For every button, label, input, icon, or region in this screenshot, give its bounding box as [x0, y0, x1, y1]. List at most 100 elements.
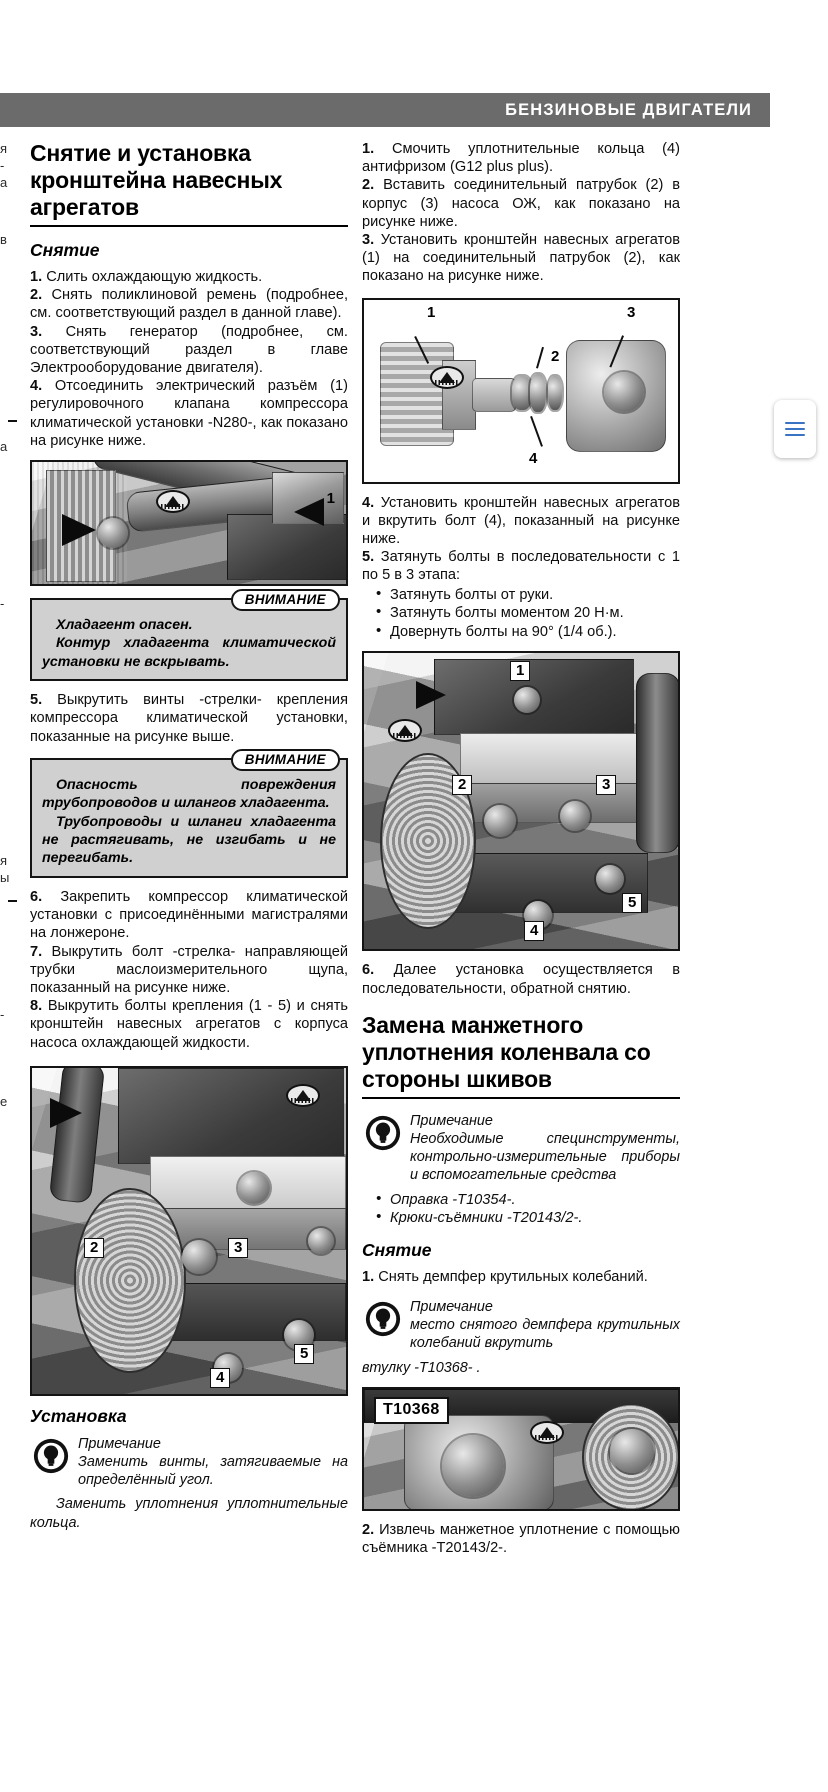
- right-column: 1. Смочить уплотнительные кольца (4) ант…: [362, 140, 680, 1557]
- figure-shape: [74, 1187, 186, 1373]
- step-number: 2.: [30, 287, 43, 304]
- figure-shape: [442, 1434, 504, 1497]
- list-item: 5. Затянуть болты в последовательности с…: [362, 548, 680, 584]
- figure-bolt: [560, 801, 590, 832]
- spine-fragment: я: [0, 141, 8, 156]
- step-number: 3.: [30, 323, 43, 340]
- list-item: 7. Выкрутить болт -стрелка- направляющей…: [30, 943, 348, 998]
- figure-leader: [530, 415, 543, 447]
- figure-callout: 1: [510, 661, 531, 682]
- figure-bolt: [308, 1227, 334, 1254]
- step-text: Установить кронштейн навесных агрегатов …: [362, 494, 680, 548]
- figure-callout: 3: [596, 775, 617, 796]
- heading-installation: Установка: [30, 1405, 127, 1426]
- list-item: Крюки-съёмники -T20143/2-.: [362, 1208, 680, 1228]
- figure-shape: [548, 375, 562, 410]
- figure-callout: 2: [84, 1237, 105, 1258]
- step-number: 3.: [362, 232, 375, 249]
- step-text: Затянуть болты в последовательности с 1 …: [362, 549, 680, 584]
- step-text: Выкрутить болты крепления (1 - 5) и снят…: [30, 998, 348, 1051]
- warning-tag: ВНИМАНИЕ: [230, 748, 340, 771]
- spine-fragment: -: [0, 1007, 5, 1022]
- step-number: 1.: [362, 141, 375, 157]
- step-number: 2.: [362, 177, 375, 194]
- warning-box-refrigerant: ВНИМАНИЕ Хладагент опасен. Контур хладаг…: [30, 589, 348, 682]
- list-item: 3. Снять генератор (подробнее, см. соотв…: [30, 323, 348, 378]
- step-number: 8.: [30, 998, 43, 1015]
- spine-fragment: е: [0, 1094, 8, 1109]
- step-number: 4.: [362, 494, 375, 511]
- warning-line: Хладагент опасен.: [56, 617, 193, 634]
- note-block-install: Примечание Заменить винты, затягиваемые …: [30, 1435, 348, 1490]
- spine-fragment: а: [0, 439, 8, 454]
- step-text: Снять демпфер крутильных колебаний.: [378, 1268, 648, 1285]
- step-number: 2.: [362, 1521, 375, 1538]
- pointer-arrow-icon: [416, 681, 446, 710]
- pointer-arrow-icon: [50, 1097, 82, 1128]
- list-item: Затянуть болты моментом 20 Н·м.: [362, 603, 680, 623]
- step-text: Выкрутить винты -стрелки- крепления комп…: [30, 692, 348, 745]
- spine-fragment: а: [0, 175, 8, 190]
- spine-fragment: -: [0, 158, 5, 173]
- figure-leader: [536, 346, 544, 369]
- step-number: 5.: [30, 692, 43, 709]
- figure-shape: [610, 1428, 654, 1473]
- figure-pump-housing: 1 3 2 4: [362, 297, 680, 484]
- figure-callout: 4: [524, 921, 545, 942]
- list-item: 1. Смочить уплотнительные кольца (4) ант…: [362, 140, 680, 176]
- step-number: 7.: [30, 943, 43, 960]
- step-text: Далее установка осуществляется в последо…: [362, 962, 680, 997]
- list-item: 2. Вставить соединительный патрубок (2) …: [362, 176, 680, 231]
- figure-shape: [472, 377, 516, 412]
- note-label: Примечание: [78, 1435, 161, 1452]
- hamburger-icon-line: [785, 434, 805, 436]
- figure-bracket-bolts: 2 3 5 4: [30, 1065, 348, 1396]
- figure-shape: [512, 375, 532, 410]
- warning-line: Контур хладагента климатической установк…: [42, 635, 336, 670]
- figure-callout: 1: [326, 490, 335, 508]
- spine-fragment: в: [0, 232, 7, 247]
- list-item: 1. Снять демпфер крутильных колебаний.: [362, 1268, 680, 1286]
- list-item: 3. Установить кронштейн навесных агрегат…: [362, 231, 680, 286]
- step-text: Снять генератор (подробнее, см. соответс…: [30, 323, 348, 377]
- step-text: Слить охлаждающую жидкость.: [46, 269, 263, 285]
- pointer-arrow-icon: [62, 514, 96, 547]
- spine-fragment: -: [0, 596, 5, 611]
- hamburger-icon-line: [785, 422, 805, 424]
- note-text: место снятого демпфера крутильных колеба…: [410, 1317, 680, 1352]
- note-label: Примечание: [410, 1112, 493, 1129]
- list-item: 6. Закрепить компрессор климатической ус…: [30, 888, 348, 943]
- step-text: Снять поликлиновой ремень (подробнее, см…: [30, 287, 348, 322]
- warning-box-hoses: ВНИМАНИЕ Опасность повреждения трубопров…: [30, 748, 348, 878]
- warning-line: Трубопроводы и шланги хладагента не раст…: [42, 813, 336, 867]
- note-block-tools: Примечание Необходимые специнструменты, …: [362, 1112, 680, 1185]
- figure-tightening-sequence: 1 2 3 4 5: [362, 651, 680, 952]
- lightbulb-icon: [365, 1115, 401, 1150]
- figure-callout: 2: [452, 775, 473, 796]
- step-number: 6.: [30, 888, 43, 905]
- step-text: Закрепить компрессор климатической устан…: [30, 888, 348, 942]
- step-text: Вставить соединительный патрубок (2) в к…: [362, 177, 680, 230]
- list-item: 4. Отсоединить электрический разъём (1) …: [30, 377, 348, 450]
- floating-menu-button[interactable]: [774, 400, 816, 458]
- figure-bolt: [514, 687, 540, 714]
- tools-bullet-list: Оправка -T10354-. Крюки-съёмники -T20143…: [362, 1190, 680, 1228]
- step-number: 1.: [30, 269, 43, 285]
- note-text: Необходимые специнструменты, контрольно-…: [410, 1131, 680, 1184]
- figure-bolt: [238, 1171, 270, 1204]
- tool-tag-label: T10368: [374, 1396, 449, 1424]
- spine-rule: [8, 900, 17, 902]
- figure-shape: [380, 753, 476, 930]
- title-rule: [30, 225, 348, 227]
- list-item: 2. Снять поликлиновой ремень (подробнее,…: [30, 286, 348, 322]
- step-text: Установить кронштейн навесных агрегатов …: [362, 232, 680, 285]
- lightbulb-icon: [33, 1438, 69, 1473]
- figure-compressor: 1: [30, 460, 348, 587]
- list-item: Оправка -T10354-.: [362, 1190, 680, 1210]
- step-number: 5.: [362, 549, 375, 566]
- figure-shape: [530, 373, 546, 412]
- page-header-band: БЕНЗИНОВЫЕ ДВИГАТЕЛИ: [0, 93, 770, 127]
- step-text: Смочить уплотнительные кольца (4) антифр…: [362, 141, 680, 176]
- figure-callout: 5: [622, 893, 643, 914]
- note-text: втулку -T10368- .: [362, 1359, 481, 1376]
